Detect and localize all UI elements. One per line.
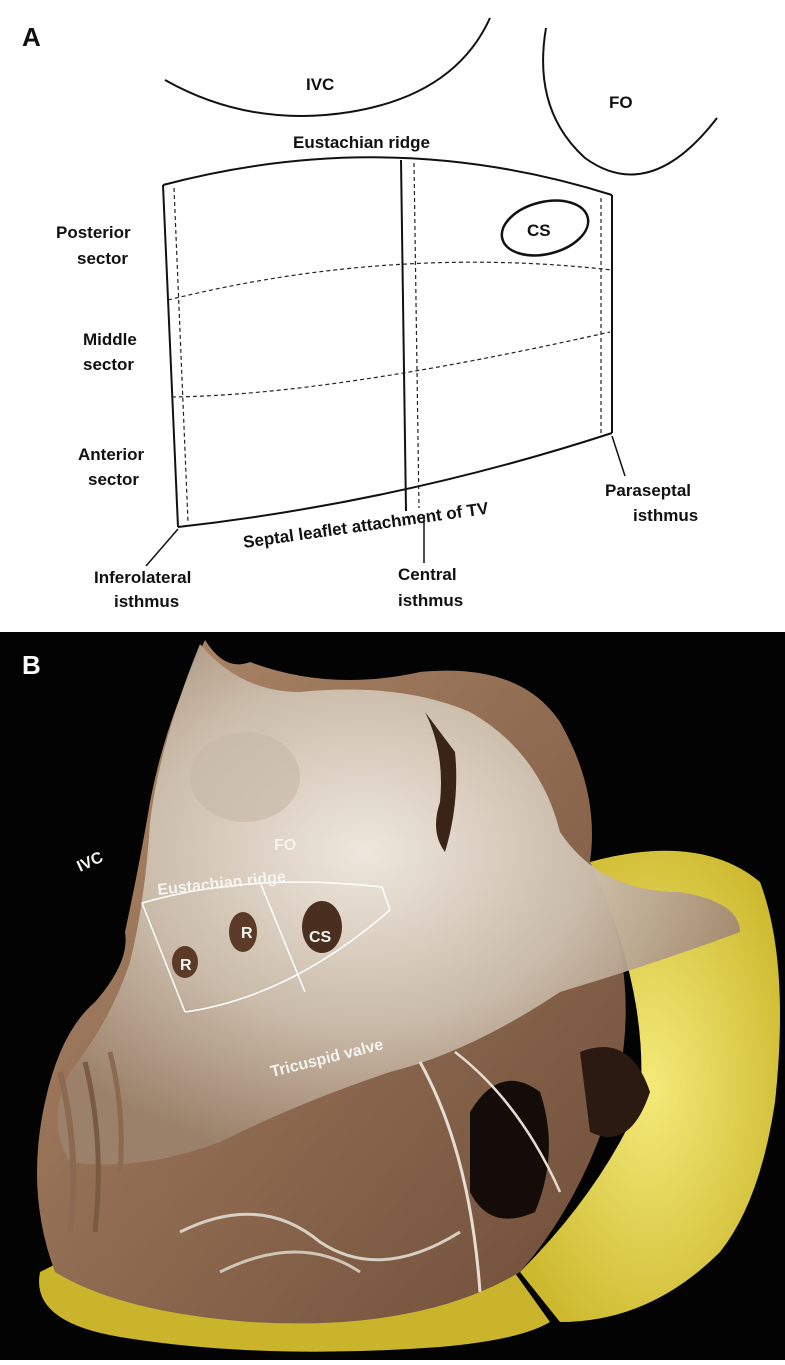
inferolateral-leader: [146, 529, 178, 566]
central-isthmus-line1: Central: [398, 565, 457, 584]
inferolateral-isthmus-line2: isthmus: [114, 592, 179, 611]
eustachian-ridge-line: [163, 157, 612, 195]
panel-a-label: A: [22, 22, 41, 52]
ventricle-cavity: [470, 1081, 549, 1219]
ivc-label: IVC: [306, 75, 334, 94]
central-dashed: [414, 163, 419, 508]
posterior-sector-line1: Posterior: [56, 223, 131, 242]
photo-cs-label: CS: [309, 929, 332, 946]
paraseptal-isthmus-line1: Paraseptal: [605, 481, 691, 500]
posterior-sector-line2: sector: [77, 249, 128, 268]
panel-b-label: B: [22, 650, 41, 680]
septal-leaflet-label: Septal leaflet attachment of TV: [242, 499, 490, 552]
panel-a-schematic: A IVC FO Eustachian ridge CS Post: [0, 0, 785, 632]
fo-label: FO: [609, 93, 633, 112]
middle-sector-line1: Middle: [83, 330, 137, 349]
cs-label: CS: [527, 221, 551, 240]
photo-r1-label: R: [180, 957, 192, 974]
panel-b-photo: B: [0, 632, 785, 1360]
panel-b-svg: B: [0, 632, 785, 1360]
left-boundary: [163, 185, 178, 527]
photo-fo-label: FO: [274, 837, 296, 854]
anterior-sector-line2: sector: [88, 470, 139, 489]
heart-specimen: [37, 640, 780, 1352]
paraseptal-leader: [612, 436, 625, 476]
anterior-sector-line1: Anterior: [78, 445, 145, 464]
ivc-outline: [165, 18, 490, 116]
middle-anterior-divider: [172, 332, 610, 397]
photo-r2-label: R: [241, 925, 253, 942]
central-divider: [401, 160, 406, 511]
middle-sector-line2: sector: [83, 355, 134, 374]
eustachian-ridge-label: Eustachian ridge: [293, 133, 430, 152]
panel-a-svg: A IVC FO Eustachian ridge CS Post: [0, 0, 785, 632]
isthmus-region: [163, 157, 612, 527]
photo-ivc-label: IVC: [75, 849, 107, 876]
posterior-middle-divider: [168, 262, 612, 300]
paraseptal-isthmus-line2: isthmus: [633, 506, 698, 525]
inferolateral-isthmus-line1: Inferolateral: [94, 568, 191, 587]
fossa-ovalis-area: [190, 732, 300, 822]
central-isthmus-line2: isthmus: [398, 591, 463, 610]
